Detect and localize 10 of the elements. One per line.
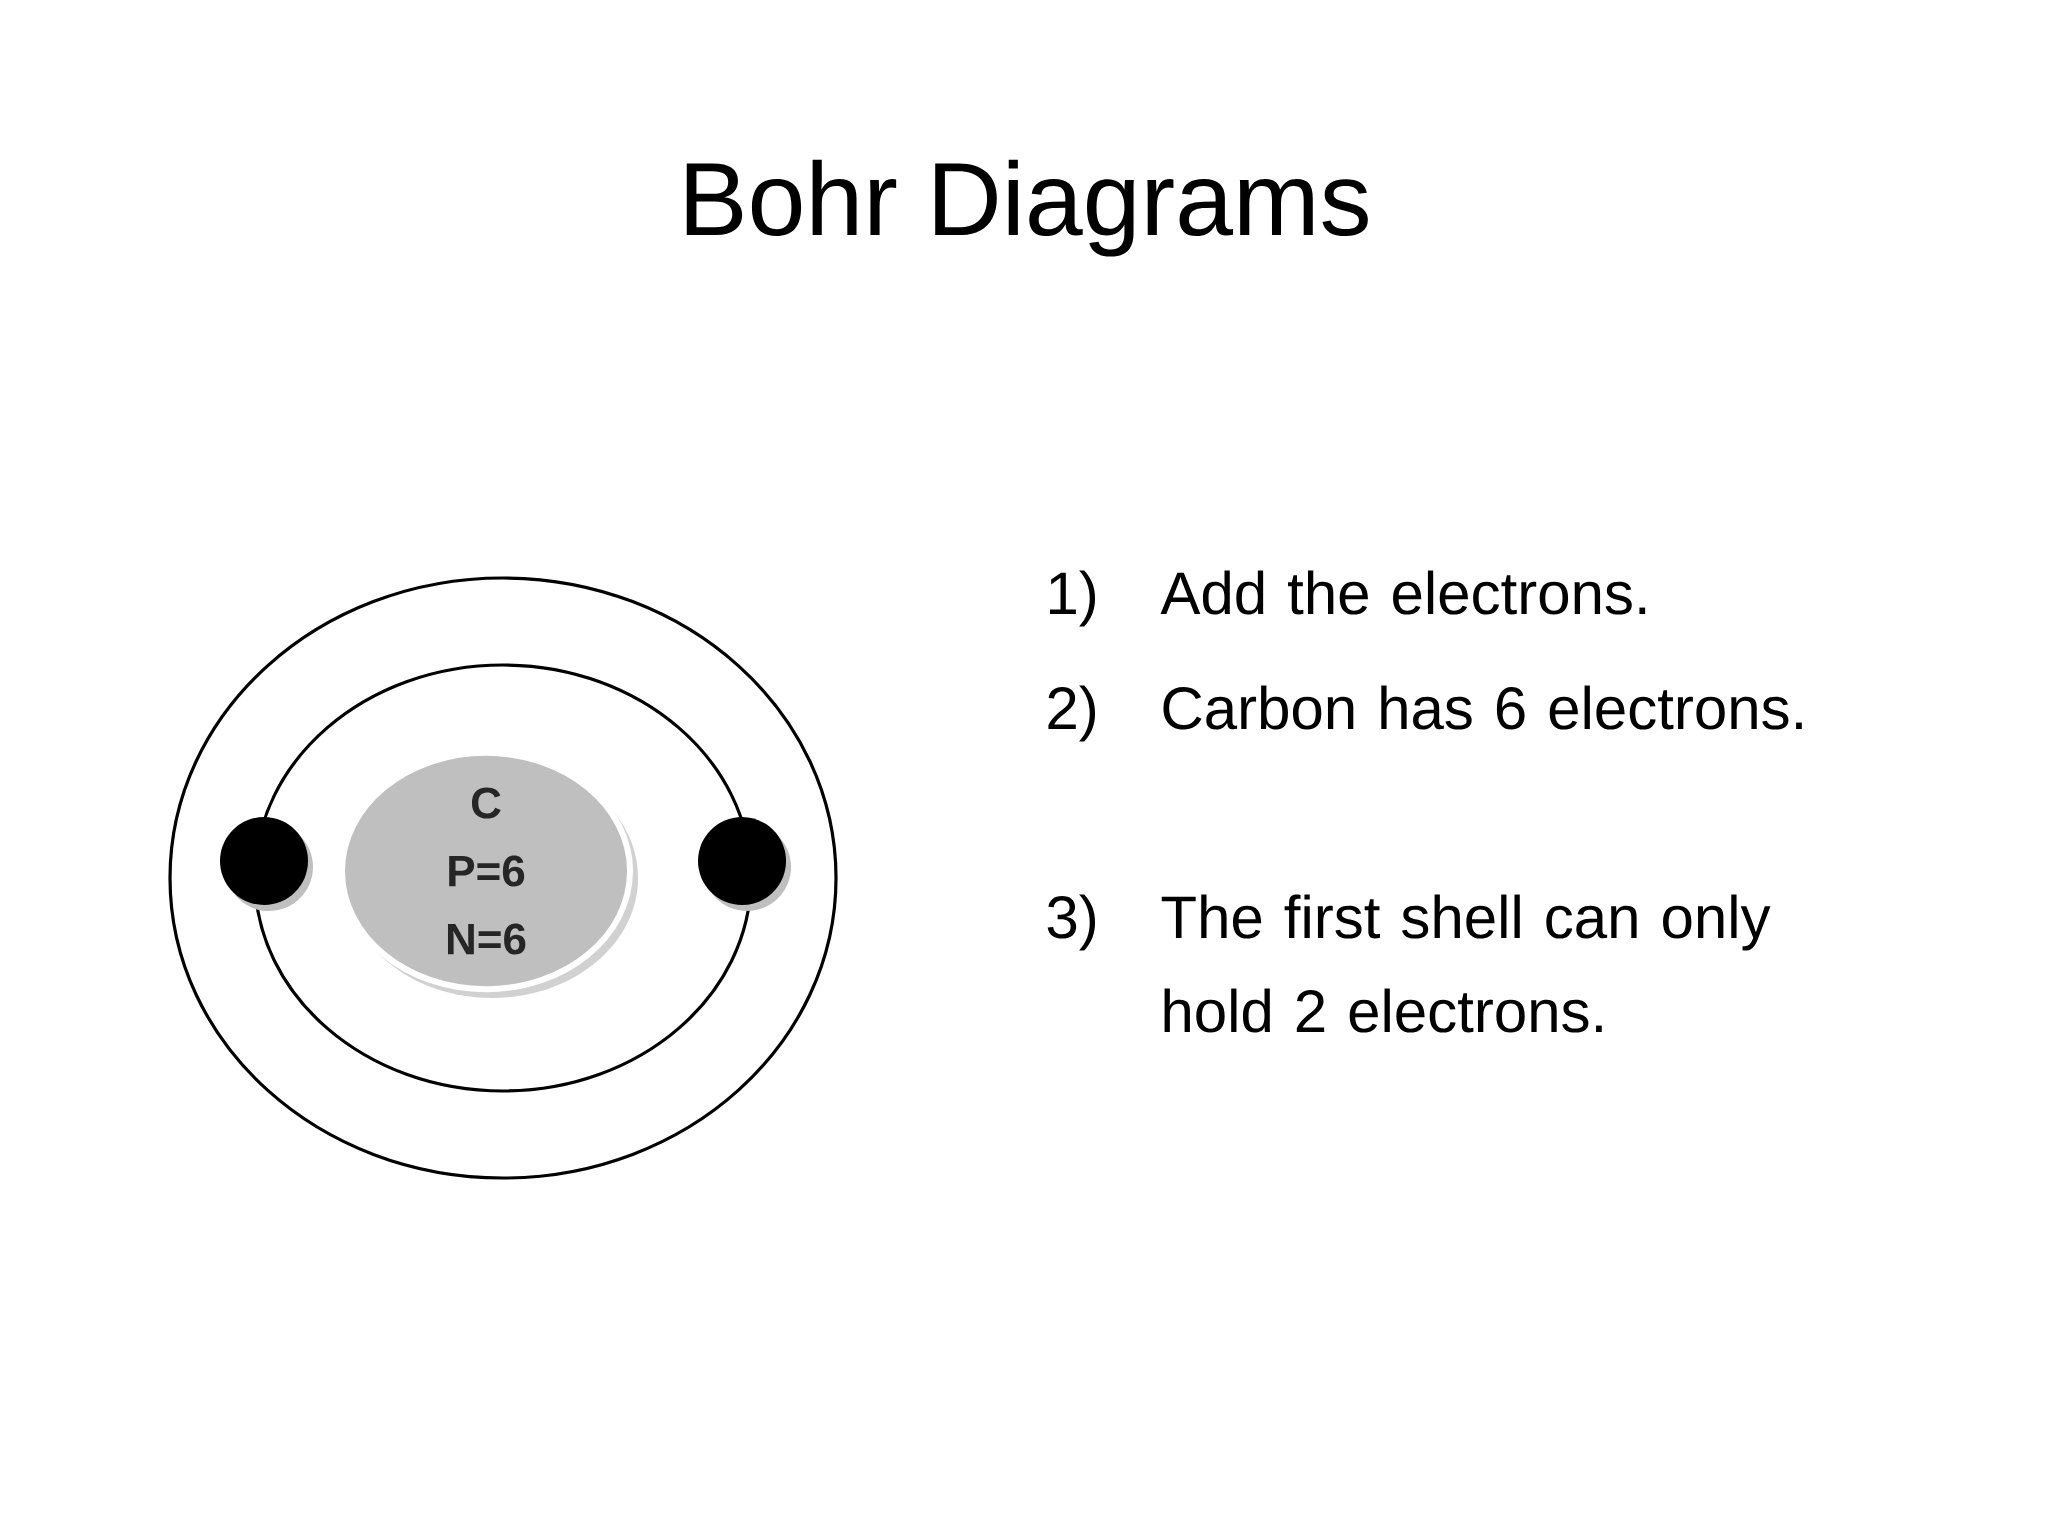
list-item: The first shell can only hold 2 electrons. bbox=[1161, 894, 1771, 1033]
electron bbox=[698, 817, 791, 911]
electron bbox=[220, 817, 313, 911]
title: Bohr Diagrams bbox=[686, 159, 1368, 257]
list-number: 2) bbox=[1048, 685, 1096, 742]
list-item: Add the electrons. bbox=[1160, 570, 1646, 615]
list-number: 3) bbox=[1047, 894, 1096, 951]
nucleus: C P=6 N=6 bbox=[339, 749, 638, 998]
list-item: Carbon has 6 electrons. bbox=[1163, 685, 1802, 730]
list-number: 1) bbox=[1050, 570, 1096, 627]
